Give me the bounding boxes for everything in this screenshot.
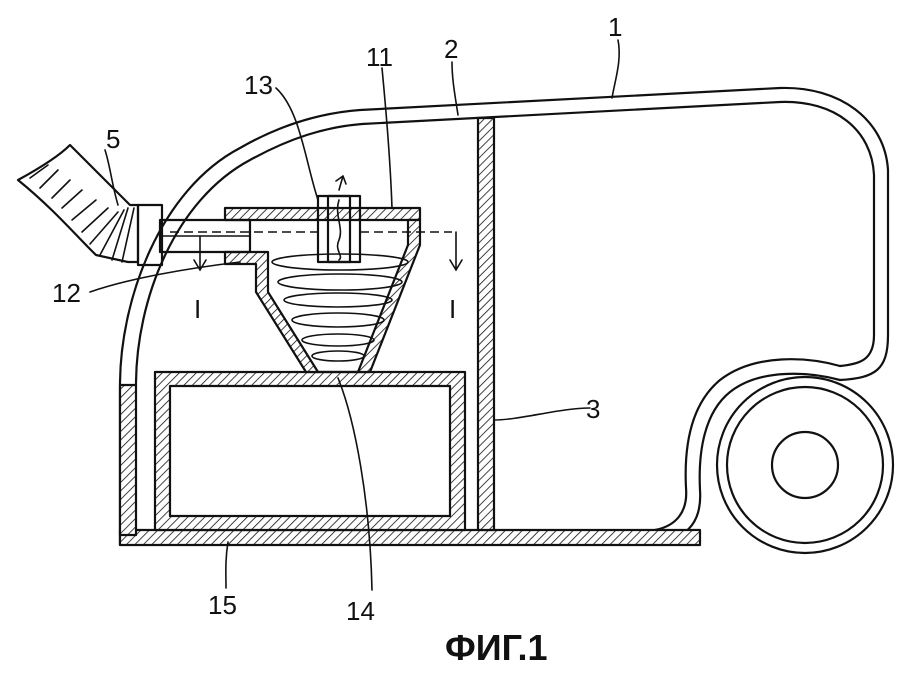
hose: [16, 143, 140, 264]
label-13: 13: [244, 70, 273, 100]
cyclone-left-wall: [223, 250, 320, 374]
housing-outer-edge: [118, 86, 890, 547]
section-markers: I I: [193, 231, 463, 324]
label-14: 14: [346, 596, 375, 626]
section-label-left: I: [194, 294, 201, 324]
dust-bin: [153, 370, 467, 532]
label-3: 3: [586, 394, 600, 424]
cyclone: [136, 203, 452, 374]
housing: [118, 86, 890, 547]
outlet-filter-core: [326, 194, 352, 264]
wheel: [715, 375, 895, 555]
housing-floor: [118, 528, 702, 547]
wheel-arch-outer: [658, 372, 842, 547]
hose-ribs: [29, 164, 135, 263]
hose-outline: [16, 143, 140, 264]
partition-wall: [476, 116, 496, 532]
cyclone-top-wall: [223, 206, 422, 222]
leader-lines: [89, 39, 620, 591]
dust-bin-wall: [153, 370, 467, 532]
cyclone-right-wall: [356, 218, 422, 374]
section-label-right: I: [449, 294, 456, 324]
wheel-inner: [725, 385, 885, 545]
label-11: 11: [366, 42, 393, 72]
label-1: 1: [608, 12, 622, 42]
label-2: 2: [444, 34, 458, 64]
label-12: 12: [52, 278, 81, 308]
reference-numerals: 1 2 3 5 11 12 13 14 15: [52, 12, 622, 626]
housing-left-wall: [118, 383, 138, 537]
label-15: 15: [208, 590, 237, 620]
label-5: 5: [106, 124, 120, 154]
wheel-hub: [770, 430, 840, 500]
wheel-arch-inner: [653, 358, 842, 532]
figure-caption: ФИГ.1: [445, 627, 548, 668]
wheel-outer: [715, 375, 895, 555]
outlet-filter: [316, 175, 362, 264]
